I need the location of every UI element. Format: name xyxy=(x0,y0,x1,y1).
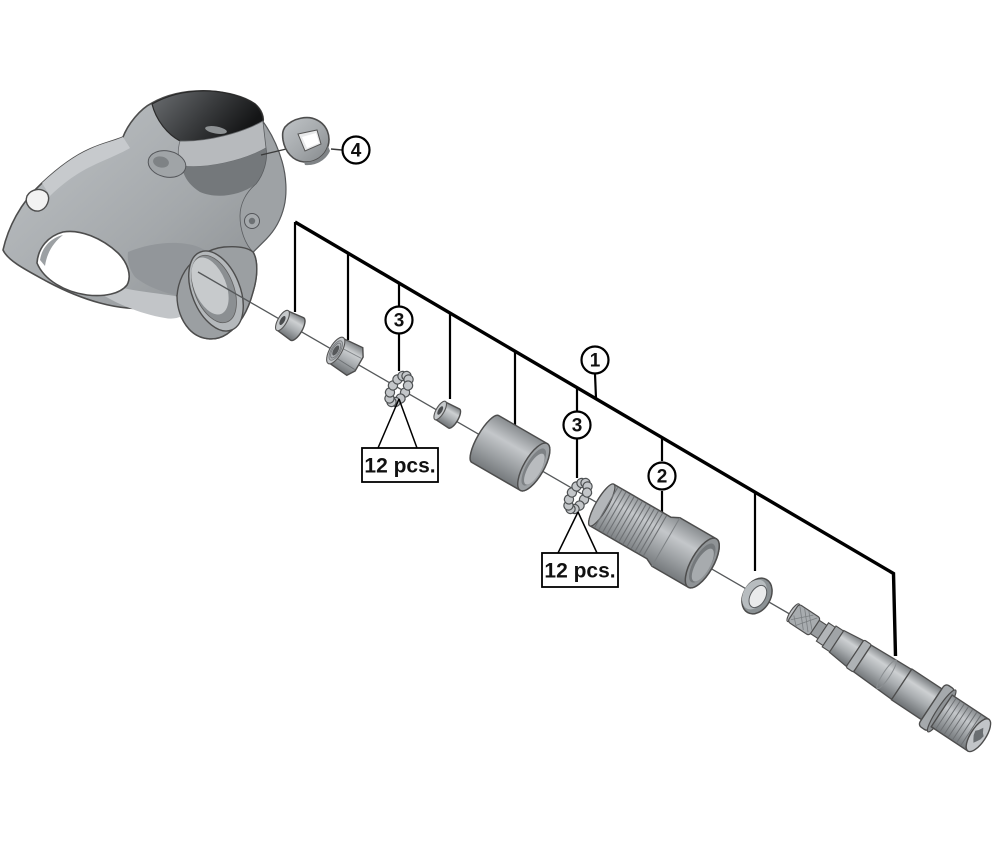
bearing-cup-sleeve xyxy=(469,414,551,492)
callout-3-upper: 3 xyxy=(384,305,414,335)
pedal-top-edge-highlight xyxy=(42,137,130,196)
callout-1: 1 xyxy=(580,345,610,375)
tension-adjust-bolt-center xyxy=(248,217,256,225)
callout-circle xyxy=(647,461,677,491)
steel-ball-retainer-upper xyxy=(384,370,414,408)
ball xyxy=(402,380,414,391)
adapter-step-line xyxy=(651,517,681,567)
seal-ring xyxy=(741,577,773,615)
qty-box-upper: 12 pcs. xyxy=(361,398,439,483)
qty-label-upper: 12 pcs. xyxy=(364,455,435,478)
qty-box-frame xyxy=(361,447,439,483)
callout-2-label: 2 xyxy=(657,467,668,488)
callout-bracket-group-1 xyxy=(293,220,898,657)
seal-ring-hole xyxy=(748,584,768,609)
steel-ball-retainer-lower xyxy=(563,477,593,515)
qty-pointer-right xyxy=(398,398,418,449)
bearing-cone-ring xyxy=(433,400,462,429)
pedal-plate-hole-light xyxy=(302,133,319,148)
qty-pointer-left xyxy=(557,511,579,554)
pedal-binding-top-plate xyxy=(151,90,264,142)
lock-nut xyxy=(326,336,364,377)
cone-nut-hole xyxy=(279,316,286,325)
axle-bore-inner xyxy=(191,257,229,315)
pedal-plate-thickness xyxy=(304,146,330,166)
callout-circle xyxy=(341,135,371,165)
binding-plate-slot xyxy=(205,126,227,134)
adapter-threads xyxy=(593,486,668,557)
qty-box-lower: 12 pcs. xyxy=(541,511,619,588)
adapter-thread-end xyxy=(588,483,616,527)
callout-3-lower-label: 3 xyxy=(572,416,583,437)
qty-pointer-left xyxy=(377,398,400,449)
callout-4-label: 4 xyxy=(351,141,362,162)
pedal-small-slot xyxy=(25,188,50,212)
axle-spline-knurl xyxy=(790,606,818,633)
callout-circle xyxy=(562,410,592,440)
sleeve-bore-inner xyxy=(524,453,545,485)
cone-nut xyxy=(274,309,306,342)
leader-callout-1 xyxy=(593,373,598,399)
callout-circle xyxy=(580,345,610,375)
bracket-diagonal-line xyxy=(294,220,898,657)
pedal-binding-shadow xyxy=(182,148,267,196)
qty-box-frame xyxy=(541,552,619,588)
bearing-cone-hole xyxy=(437,406,444,415)
leader-callout-4 xyxy=(330,148,343,151)
pedal-opening-inner-shade xyxy=(40,235,63,266)
pedal-plate xyxy=(281,116,330,166)
callout-1-label: 1 xyxy=(590,351,601,372)
lock-nut-thread-2 xyxy=(330,342,342,359)
qty-pointer-right xyxy=(577,511,598,554)
pedal-body xyxy=(2,90,287,340)
callout-3-upper-label: 3 xyxy=(394,311,405,332)
callout-circle xyxy=(384,305,414,335)
axle-torx-socket xyxy=(973,727,984,743)
pedal-axle xyxy=(786,603,992,753)
ball xyxy=(581,487,593,498)
adapter-bore-inner xyxy=(691,548,714,582)
callout-2: 2 xyxy=(647,461,677,491)
spring-barrel-bore xyxy=(153,156,169,168)
callout-4: 4 xyxy=(341,135,371,165)
qty-label-lower: 12 pcs. xyxy=(544,560,615,583)
lock-nut-bore xyxy=(332,345,340,356)
pedal-frame-opening xyxy=(36,230,130,297)
adapter-sleeve xyxy=(588,483,720,589)
axle-shaft-ring xyxy=(876,659,897,690)
callout-3-lower: 3 xyxy=(562,410,592,440)
